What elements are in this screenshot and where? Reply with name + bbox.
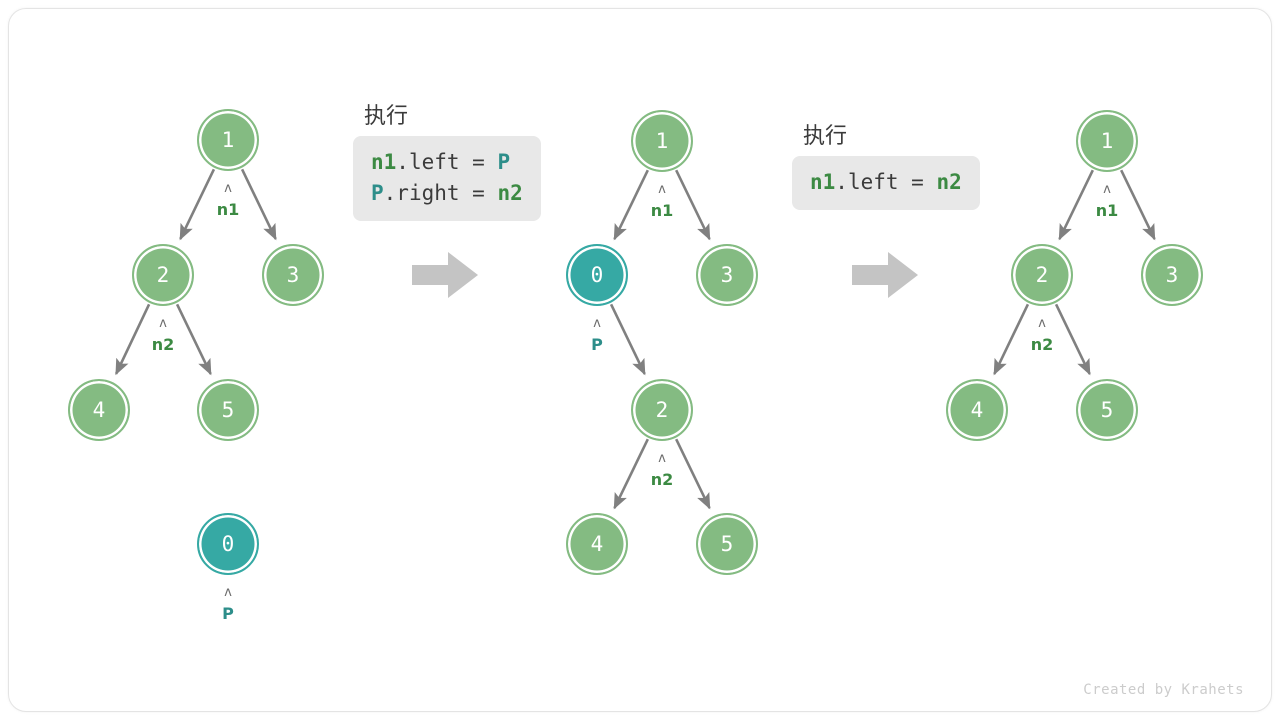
tree-edge <box>240 168 277 241</box>
node-value: 5 <box>1100 397 1114 422</box>
node-value: 1 <box>221 127 235 152</box>
tree-node: 5 <box>1076 379 1138 441</box>
tree-edge <box>1058 169 1094 241</box>
node-value: 2 <box>655 397 669 422</box>
code-token: n1 <box>371 150 397 174</box>
caret-up-icon: ʌ <box>593 316 601 331</box>
node-value: 2 <box>156 262 170 287</box>
pointer-label-n1: ʌ n1 <box>198 181 258 220</box>
caret-up-icon: ʌ <box>159 316 167 331</box>
tree-edge <box>613 169 649 241</box>
pointer-name: n2 <box>1030 335 1054 354</box>
step-3-code-block: n1.left = n2 <box>792 156 980 210</box>
pointer-name: n2 <box>151 335 175 354</box>
step-3-title: 执行 <box>803 124 848 149</box>
node-value: 1 <box>655 128 669 153</box>
node-value: 2 <box>1035 262 1049 287</box>
pointer-name: P <box>591 335 603 354</box>
tree-node: 1 <box>197 109 259 171</box>
tree-edge <box>175 303 212 376</box>
tree-edge <box>1054 303 1091 376</box>
node-value: 3 <box>286 262 300 287</box>
node-value: 4 <box>92 397 106 422</box>
tree-node: 4 <box>946 379 1008 441</box>
step-separator-arrow-icon <box>852 252 918 298</box>
node-value: 1 <box>1100 128 1114 153</box>
code-token: n1 <box>810 170 836 194</box>
caret-up-icon: ʌ <box>1038 316 1046 331</box>
tree-node: 5 <box>197 379 259 441</box>
caret-up-icon: ʌ <box>224 585 232 600</box>
pointer-name: n1 <box>216 200 240 219</box>
pointer-label-n2: ʌ n2 <box>133 316 193 355</box>
tree-node: 0 <box>566 244 628 306</box>
step-2-title: 执行 <box>364 104 409 129</box>
pointer-label-n1: ʌ n1 <box>1077 182 1137 221</box>
pointer-label-n1: ʌ n1 <box>632 182 692 221</box>
tree-edge <box>675 169 711 241</box>
caret-up-icon: ʌ <box>1103 182 1111 197</box>
code-token: .left = <box>835 170 937 194</box>
code-token: n2 <box>497 181 523 205</box>
tree-node: 4 <box>566 513 628 575</box>
tree-node: 2 <box>132 244 194 306</box>
tree-edge <box>675 438 711 510</box>
tree-edge <box>1120 169 1156 241</box>
tree-edge <box>613 438 649 510</box>
credit-text: Created by Krahets <box>1083 682 1244 698</box>
code-line: n1.left = n2 <box>810 167 962 198</box>
caret-up-icon: ʌ <box>224 181 232 196</box>
node-value: 4 <box>970 397 984 422</box>
node-value: 5 <box>720 531 734 556</box>
code-line: P.right = n2 <box>371 178 523 209</box>
node-value: 3 <box>720 262 734 287</box>
tree-node: 1 <box>1076 110 1138 172</box>
tree-node: 3 <box>262 244 324 306</box>
node-value: 4 <box>590 531 604 556</box>
tree-node: 4 <box>68 379 130 441</box>
code-token: P <box>371 181 384 205</box>
tree-node: 2 <box>631 379 693 441</box>
code-token: P <box>497 150 511 174</box>
pointer-name: n1 <box>1095 201 1119 220</box>
tree-node: 3 <box>1141 244 1203 306</box>
node-value: 0 <box>590 262 604 287</box>
tree-edge <box>993 303 1030 376</box>
node-value: 0 <box>221 531 235 556</box>
tree-node: 5 <box>696 513 758 575</box>
step-separator-arrow-icon <box>412 252 478 298</box>
code-token: .right = <box>383 181 498 205</box>
pointer-label-n2: ʌ n2 <box>632 451 692 490</box>
pointer-name: P <box>222 604 234 623</box>
tree-node: 1 <box>631 110 693 172</box>
node-value: 3 <box>1165 262 1179 287</box>
tree-edge <box>179 168 216 241</box>
tree-edge <box>114 303 151 376</box>
tree-node: 3 <box>696 244 758 306</box>
code-token: .left = <box>396 150 498 174</box>
tree-node: 2 <box>1011 244 1073 306</box>
code-line: n1.left = P <box>371 147 523 178</box>
node-value: 5 <box>221 397 235 422</box>
pointer-name: n2 <box>650 470 674 489</box>
pointer-label-n2: ʌ n2 <box>1012 316 1072 355</box>
pointer-name: n1 <box>650 201 674 220</box>
caret-up-icon: ʌ <box>658 182 666 197</box>
code-token: n2 <box>936 170 962 194</box>
caret-up-icon: ʌ <box>658 451 666 466</box>
tree-node: 0 <box>197 513 259 575</box>
tree-edge <box>609 303 646 376</box>
